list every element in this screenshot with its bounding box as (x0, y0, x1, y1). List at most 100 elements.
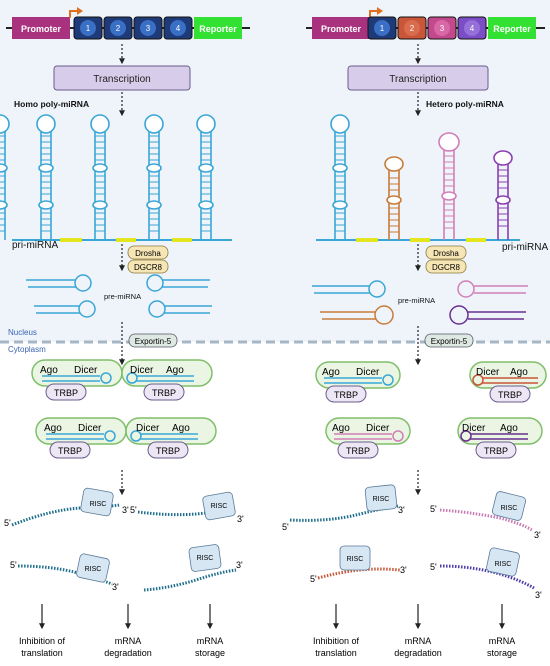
trbp-label: TRBP (484, 446, 508, 456)
reporter-label: Reporter (493, 24, 531, 34)
risc-mrna-right-4: RISC 5' 3' (430, 547, 542, 600)
ago-label: Ago (322, 367, 340, 378)
outcome-1-line2-left: translation (21, 648, 63, 658)
five-prime-label: 5' (4, 518, 11, 528)
ago-label: Ago (500, 423, 518, 434)
outcome-2-line1-left: mRNA (115, 636, 142, 646)
risc-mrna-right-2: RISC 5' 3' (430, 491, 541, 540)
promoter-label: Promoter (21, 24, 62, 34)
drosha-label-right: Drosha (433, 249, 459, 258)
outcome-2-line1-right: mRNA (405, 636, 432, 646)
three-prime-label: 3' (236, 560, 243, 570)
hetero-pri-mirna (316, 114, 520, 242)
outcome-1-line2-right: translation (315, 648, 357, 658)
nucleus-label: Nucleus (8, 328, 37, 337)
trbp-label: TRBP (346, 446, 370, 456)
cytoplasm-label: Cytoplasm (8, 345, 46, 354)
ago-label: Ago (166, 365, 184, 376)
transcription-start-arrow-icon (77, 7, 83, 15)
dicer-complex-right-1: Ago Dicer TRBP (315, 361, 401, 403)
reporter-block (488, 17, 536, 39)
outcome-2-line2-left: degradation (104, 648, 152, 658)
risc-label: RISC (495, 561, 512, 568)
transcription-box-right (347, 65, 489, 91)
three-prime-label: 3' (112, 582, 119, 592)
segment-1-label: 1 (380, 24, 385, 33)
dgcr8-label-left: DGCR8 (134, 263, 163, 272)
trbp-label: TRBP (58, 446, 82, 456)
risc-label: RISC (211, 503, 228, 510)
three-prime-label: 3' (534, 530, 541, 540)
risc-label: RISC (373, 496, 390, 503)
segment-4-label: 4 (470, 24, 475, 33)
dgcr8-left (127, 259, 169, 274)
hetero-pre-mirna (312, 280, 528, 325)
trbp-label: TRBP (54, 388, 78, 398)
dicer-complex-right-4: Dicer Ago TRBP (457, 417, 543, 459)
dicer-label: Dicer (130, 365, 154, 376)
homo-construct: Promoter 1 2 3 4 Reporter (6, 7, 250, 40)
five-prime-label: 5' (10, 560, 17, 570)
promoter-block (312, 17, 370, 39)
exportin-right (424, 333, 474, 348)
trbp-label: TRBP (498, 390, 522, 400)
exportin-label-right: Exportin-5 (431, 337, 468, 346)
pri-mirna-label-right: pri-miRNA (502, 242, 548, 253)
risc-label: RISC (90, 501, 107, 508)
dicer-complex-left-3: Ago Dicer TRBP (35, 417, 127, 459)
five-prime-label: 5' (430, 562, 437, 572)
outcome-2-line2-right: degradation (394, 648, 442, 658)
promoter-block (12, 17, 70, 39)
risc-mrna-left-4: RISC 3' (143, 544, 243, 592)
risc-mrna-left-3: RISC 5' 3' (10, 553, 119, 592)
outcome-3-line2-right: storage (487, 648, 517, 658)
ago-label: Ago (40, 365, 58, 376)
ago-label: Ago (510, 367, 528, 378)
outcome-3-line1-right: mRNA (489, 636, 516, 646)
dicer-label: Dicer (136, 423, 160, 434)
dicer-label: Dicer (78, 423, 102, 434)
three-prime-label: 3' (122, 505, 129, 515)
homo-pri-mirna (0, 114, 232, 242)
ago-label: Ago (332, 423, 350, 434)
risc-mrna-left-2: RISC 5' 3' (130, 491, 244, 524)
trbp-label: TRBP (156, 446, 180, 456)
dicer-label: Dicer (366, 423, 390, 434)
segment-2-label: 2 (116, 24, 121, 33)
homo-title: Homo poly-miRNA (14, 99, 89, 109)
risc-label: RISC (501, 505, 518, 512)
outcome-1-line1-left: Inhibition of (19, 636, 66, 646)
risc-label: RISC (85, 566, 102, 573)
five-prime-label: 5' (310, 574, 317, 584)
hetero-construct: Promoter 1 2 3 4 Reporter (306, 7, 545, 40)
risc-label: RISC (197, 555, 214, 562)
homo-pre-mirna (26, 274, 212, 318)
exportin-left (128, 333, 178, 348)
dgcr8-label-right: DGCR8 (432, 263, 461, 272)
outcome-3-line1-left: mRNA (197, 636, 224, 646)
segment-4-label: 4 (176, 24, 181, 33)
exportin-label-left: Exportin-5 (135, 337, 172, 346)
transcription-label-left: Transcription (93, 74, 150, 85)
outcome-3-line2-left: storage (195, 648, 225, 658)
dicer-complex-right-3: Ago Dicer TRBP (325, 417, 411, 459)
reporter-block (194, 17, 242, 39)
dgcr8-right (425, 259, 467, 274)
segment-1-label: 1 (86, 24, 91, 33)
risc-label: RISC (347, 556, 364, 563)
trbp-label: TRBP (334, 390, 358, 400)
dicer-label: Dicer (356, 367, 380, 378)
outcome-1-line1-right: Inhibition of (313, 636, 360, 646)
segment-3-label: 3 (440, 24, 445, 33)
ago-label: Ago (44, 423, 62, 434)
risc-mrna-left-1: RISC 5' 3' (4, 487, 129, 528)
dicer-complex-left-2: Dicer Ago TRBP (121, 359, 213, 401)
segment-2-label: 2 (410, 24, 415, 33)
reporter-label: Reporter (199, 24, 237, 34)
risc-mrna-right-3: RISC 5' 3' (310, 545, 407, 584)
promoter-label: Promoter (321, 24, 362, 34)
three-prime-label: 3' (237, 514, 244, 524)
trbp-label: TRBP (152, 388, 176, 398)
pri-mirna-label-left: pri-miRNA (12, 240, 58, 251)
